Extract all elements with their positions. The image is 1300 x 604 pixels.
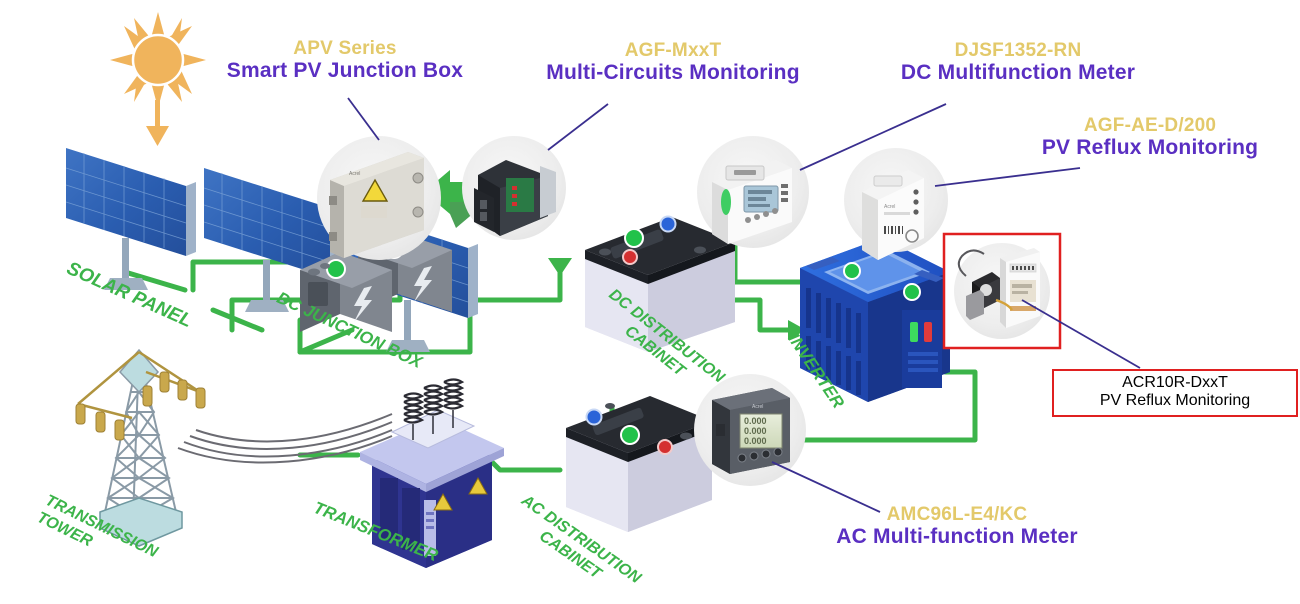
callout-agfm: AGF-MxxT Multi-Circuits Monitoring <box>508 40 838 85</box>
svg-text:Acrel: Acrel <box>349 171 360 177</box>
dc-distribution-cabinet <box>585 215 735 352</box>
callout-desc: PV Reflux Monitoring <box>1099 391 1251 409</box>
device-photo-acr10r <box>942 232 1062 350</box>
svg-text:Acrel: Acrel <box>752 404 763 410</box>
ac-distribution-cabinet <box>566 396 712 532</box>
callout-code: DJSF1352-RN <box>954 40 1082 61</box>
callout-apv: APV Series Smart PV Junction Box <box>200 38 490 83</box>
meter-row-2: 0.000 <box>744 426 767 436</box>
device-photo-djsf <box>697 136 809 248</box>
down-arrow-icon <box>146 100 169 146</box>
sun-icon <box>110 12 206 108</box>
callout-djsf: DJSF1352-RN DC Multifunction Meter <box>858 40 1178 85</box>
callout-desc: AC Multi-function Meter <box>836 525 1078 549</box>
inverter <box>800 238 950 402</box>
callout-desc: Multi-Circuits Monitoring <box>546 61 800 85</box>
meter-row-1: 0.000 <box>744 416 767 426</box>
device-photo-agfae: Acrel <box>844 148 948 260</box>
callout-desc: PV Reflux Monitoring <box>1041 136 1259 160</box>
callout-code: AMC96L-E4/KC <box>886 504 1028 525</box>
callout-code: ACR10R-DxxT <box>1122 374 1228 391</box>
diagram-canvas: Acrel <box>34 12 1298 587</box>
diagram-artwork: Acrel <box>65 12 1141 568</box>
callout-desc: DC Multifunction Meter <box>900 61 1136 85</box>
svg-text:Acrel: Acrel <box>884 204 895 210</box>
callout-code: AGF-MxxT <box>624 40 722 61</box>
device-photo-apv: Acrel <box>317 136 441 260</box>
callout-code: AGF-AE-D/200 <box>1083 115 1217 136</box>
device-photo-amc96l: 0.000 0.000 0.000 Acrel <box>694 374 806 486</box>
callout-desc: Smart PV Junction Box <box>226 59 464 83</box>
callout-leader-lines <box>347 97 1141 513</box>
callout-amc96l: AMC96L-E4/KC AC Multi-function Meter <box>812 504 1102 549</box>
callout-code: APV Series <box>293 38 397 59</box>
transformer <box>360 378 504 568</box>
device-photo-agfm <box>462 136 566 240</box>
transmission-tower <box>75 348 393 547</box>
meter-row-3: 0.000 <box>744 436 767 446</box>
callout-acr10r: ACR10R-DxxT PV Reflux Monitoring <box>1052 369 1298 417</box>
callout-agfae: AGF-AE-D/200 PV Reflux Monitoring <box>1010 115 1290 160</box>
